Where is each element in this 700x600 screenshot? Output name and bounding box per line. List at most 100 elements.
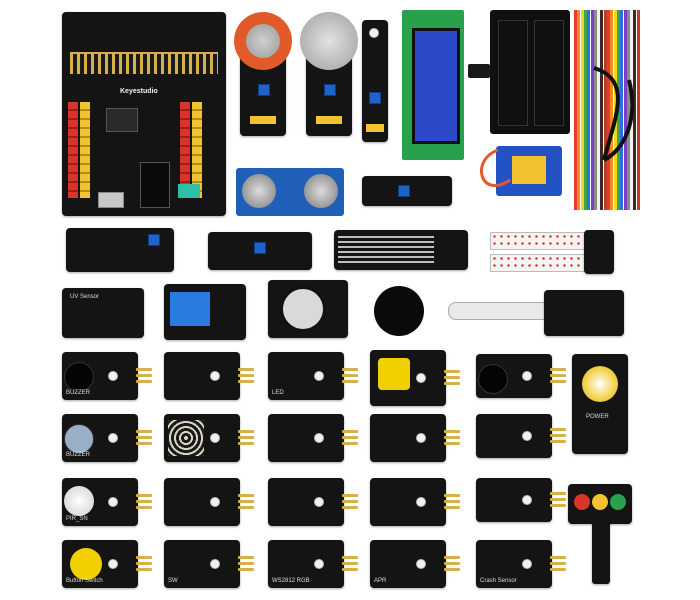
module-label: WS2812 RGB: [272, 578, 310, 584]
crash-module: Crash Sensor: [476, 540, 566, 588]
power-label: POWER: [586, 414, 609, 420]
header-pin: [550, 562, 566, 565]
header-pin: [550, 498, 566, 501]
potentiometer: [324, 84, 336, 96]
header-pin: [550, 440, 566, 443]
header-pin: [444, 376, 460, 379]
servo-motor: [496, 146, 562, 196]
header-pin: [238, 430, 254, 433]
jumper-wire: [597, 10, 601, 210]
pin-header: [250, 116, 276, 124]
header-pin: [550, 504, 566, 507]
expansion-shield-board: Keyestudio: [62, 12, 226, 216]
header-pin: [444, 494, 460, 497]
header-pin: [342, 562, 358, 565]
header-pin: [550, 556, 566, 559]
header-red-left: [68, 102, 78, 198]
gas-sensor-head: [300, 12, 358, 70]
jumper-wire: [603, 10, 607, 210]
ir-receiver-module: [208, 232, 312, 270]
header-pin: [550, 380, 566, 383]
pin-header: [316, 116, 342, 124]
button-big-module: Button Switch: [62, 540, 152, 588]
header-pin: [136, 556, 152, 559]
coin-cell-holder: [280, 286, 326, 332]
header-yellow-left: [80, 102, 90, 198]
module-label: Crash Sensor: [480, 578, 517, 584]
hall-module: [476, 414, 566, 458]
module-led: [522, 371, 532, 381]
header-pin: [342, 436, 358, 439]
jumper-wire: [583, 10, 587, 210]
power-switch: [178, 184, 200, 198]
line-tracking-module: [362, 20, 388, 142]
header-pin: [444, 556, 460, 559]
shield-brand-label: Keyestudio: [120, 88, 158, 95]
header-pin: [342, 368, 358, 371]
usb-port: [98, 192, 124, 208]
jumper-wire: [607, 10, 610, 210]
water-sensor-module: [334, 230, 468, 270]
servo-sticker: [512, 156, 546, 184]
header-pin: [136, 368, 152, 371]
relay-module: [164, 284, 246, 340]
header-pin: [444, 562, 460, 565]
battery-holder: [490, 10, 570, 134]
water-traces: [338, 236, 434, 264]
module-led: [314, 371, 324, 381]
header-pin: [136, 430, 152, 433]
jumper-wire: [587, 10, 591, 210]
uv-sensor-module: UV Sensor: [62, 288, 144, 338]
module-led: [108, 371, 118, 381]
header-pin: [136, 374, 152, 377]
usb-cable: [593, 66, 635, 162]
module-led: [522, 559, 532, 569]
header-pin: [550, 434, 566, 437]
gas-sensor-mesh: [246, 24, 280, 58]
header-pin: [238, 562, 254, 565]
header-pin: [342, 442, 358, 445]
yellow-button-cap: [378, 358, 410, 390]
header-pin: [136, 506, 152, 509]
led-module-module: LED: [268, 352, 358, 400]
potentiometer: [148, 234, 160, 246]
regulator-chip: [106, 108, 138, 132]
jumper-wire: [620, 10, 624, 210]
buzzer-body: [64, 362, 94, 392]
header-pin: [238, 368, 254, 371]
tilt2-module: [164, 478, 254, 526]
oled-module: SW: [164, 540, 254, 588]
header-pin: [136, 380, 152, 383]
ws2812-module: WS2812 RGB: [268, 540, 358, 588]
flame-sensor-module: [66, 228, 174, 272]
module-led: [416, 433, 426, 443]
module-led: [108, 497, 118, 507]
module-led: [522, 495, 532, 505]
traffic-light-module: [568, 484, 632, 524]
header-pin: [238, 494, 254, 497]
rtc-module: [268, 280, 348, 338]
header-pin: [550, 568, 566, 571]
traffic-light-stem: [592, 522, 610, 584]
module-label: LED: [272, 390, 284, 396]
touch-module: [164, 414, 254, 462]
rgb-module: [268, 478, 358, 526]
module-led: [416, 497, 426, 507]
module-led: [416, 373, 426, 383]
header-pin: [238, 374, 254, 377]
module-label: SW: [168, 578, 178, 584]
module-led: [210, 371, 220, 381]
header-pin: [342, 506, 358, 509]
buzzer-body: [64, 424, 94, 454]
transducer-left: [242, 174, 276, 208]
jumper-wire: [626, 10, 630, 210]
header-pin: [550, 368, 566, 371]
header-pin: [444, 442, 460, 445]
dc-jack: [140, 162, 170, 208]
touch-pad: [168, 420, 204, 456]
sound-sensor-module: [362, 176, 452, 206]
header-pin: [238, 568, 254, 571]
ir-sensor: [369, 28, 379, 38]
module-label: BUZZER: [66, 452, 90, 458]
jumper-wire: [633, 10, 637, 210]
